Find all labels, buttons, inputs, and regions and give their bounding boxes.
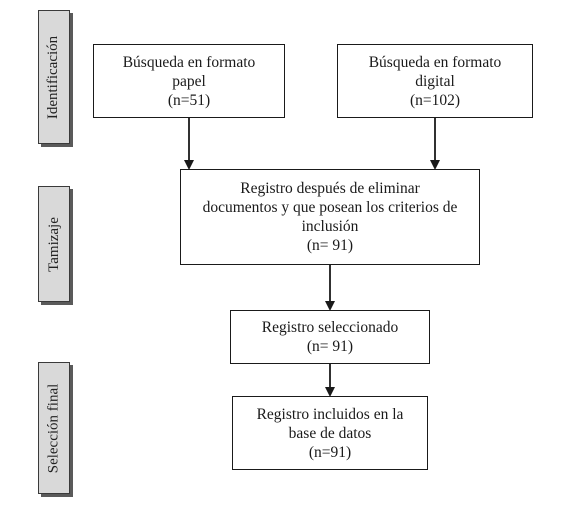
- box-included-records: Registro incluidos en la base de datos (…: [232, 396, 428, 470]
- stage-label-screening: Tamizaje: [38, 186, 70, 302]
- box-screened-line: documentos y que posean los criterios de: [202, 199, 458, 216]
- box-included-line: base de datos: [288, 424, 372, 442]
- box-digital-search-line: Búsqueda en formato: [368, 53, 502, 71]
- box-paper-search-count: (n=51): [167, 91, 211, 109]
- box-included-count: (n=91): [308, 443, 352, 461]
- box-screened-records: Registro después de eliminar documentos …: [180, 169, 480, 265]
- stage-label-final: Selección final: [38, 362, 70, 494]
- box-selected-count: (n= 91): [306, 338, 354, 355]
- box-screened-line: Registro después de eliminar: [240, 180, 420, 197]
- box-selected-line: Registro seleccionado: [261, 319, 399, 336]
- stage-label-identification: Identificación: [38, 10, 70, 144]
- box-screened-count: (n= 91): [306, 237, 354, 254]
- box-selected-records: Registro seleccionado (n= 91): [230, 310, 430, 364]
- box-paper-search-line: Búsqueda en formato: [122, 53, 256, 71]
- box-included-line: Registro incluidos en la: [256, 405, 404, 423]
- box-screened-line: inclusión: [301, 218, 359, 235]
- box-digital-search-count: (n=102): [409, 91, 461, 109]
- box-digital-search: Búsqueda en formato digital (n=102): [337, 44, 533, 118]
- box-paper-search-line: papel: [172, 72, 206, 90]
- box-paper-search: Búsqueda en formato papel (n=51): [93, 44, 285, 118]
- box-digital-search-line: digital: [415, 72, 455, 90]
